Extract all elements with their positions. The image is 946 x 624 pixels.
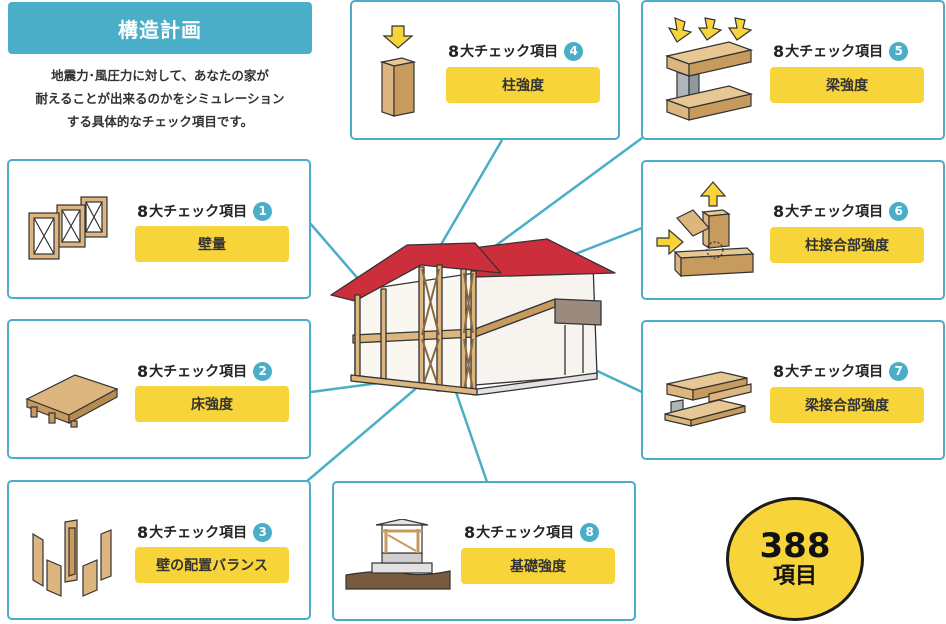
card-number-badge: 5 (889, 41, 909, 61)
check-label-text: 壁量 (198, 237, 226, 253)
check-card-1: 8 大チェック項目 1 壁量 (7, 159, 311, 299)
check-label: 壁の配置バランス (135, 547, 289, 583)
foundation-icon (345, 519, 451, 590)
down-arrow-icon (727, 17, 753, 41)
check-label-text: 床強度 (191, 397, 233, 413)
check-label: 床強度 (135, 386, 289, 422)
card-number-badge: 8 (580, 522, 600, 542)
floor-panel-icon (25, 374, 119, 428)
connector-8 (454, 391, 489, 483)
check-label: 梁接合部強度 (770, 387, 924, 423)
check-card-4: 8 大チェック項目 4 柱強度 (350, 0, 620, 140)
down-arrow-icon (382, 25, 414, 49)
card-heading-text: 大チェック項目 (460, 44, 559, 60)
card-heading: 8 大チェック項目 8 (464, 522, 600, 542)
check-label: 柱接合部強度 (770, 227, 924, 263)
card-heading-prefix: 8 (137, 522, 149, 542)
card-number-badge: 2 (253, 361, 273, 381)
column-icon (379, 25, 417, 117)
card-heading-text: 大チェック項目 (785, 364, 884, 380)
check-label-text: 梁強度 (826, 78, 868, 94)
check-label-text: 柱接合部強度 (805, 238, 889, 254)
card-heading-text: 大チェック項目 (476, 525, 575, 541)
card-heading-prefix: 8 (773, 361, 785, 381)
card-heading-text: 大チェック項目 (785, 44, 884, 60)
wall-frames-icon (28, 196, 108, 260)
intro-text: 地震力･風圧力に対して、あなたの家が 耐えることが出来るのかをシミュレーション … (8, 64, 312, 133)
check-label-text: 壁の配置バランス (156, 558, 268, 574)
card-number-badge: 6 (889, 201, 909, 221)
card-heading: 8 大チェック項目 2 (137, 361, 273, 381)
card-heading: 8 大チェック項目 3 (137, 522, 273, 542)
check-label: 梁強度 (770, 67, 924, 103)
card-heading-prefix: 8 (464, 522, 476, 542)
check-card-5: 8 大チェック項目 5 梁強度 (641, 0, 945, 140)
card-heading: 8 大チェック項目 4 (448, 41, 584, 61)
connector-4 (430, 139, 504, 261)
card-heading-text: 大チェック項目 (149, 525, 248, 541)
card-heading-prefix: 8 (137, 361, 149, 381)
total-count-value: 388 (759, 526, 831, 566)
beam-icon (664, 17, 754, 121)
check-card-2: 8 大チェック項目 2 床強度 (7, 319, 311, 459)
section-title-text: 構造計画 (118, 17, 202, 42)
check-label: 柱強度 (446, 67, 600, 103)
right-arrow-icon (656, 228, 684, 256)
up-arrow-icon (699, 181, 727, 207)
house-structure-illustration (330, 238, 616, 396)
check-card-8: 8 大チェック項目 8 基礎強度 (332, 481, 636, 621)
card-heading-prefix: 8 (773, 41, 785, 61)
down-arrow-icon (667, 17, 693, 43)
card-number-badge: 7 (889, 361, 909, 381)
beam-joint-icon (664, 371, 752, 427)
card-heading: 8 大チェック項目 6 (773, 201, 909, 221)
card-heading: 8 大チェック項目 5 (773, 41, 909, 61)
wall-layout-icon (32, 519, 112, 597)
card-heading-prefix: 8 (773, 201, 785, 221)
intro-line: 耐えることが出来るのかをシミュレーション (35, 91, 285, 106)
card-number-badge: 4 (564, 41, 584, 61)
card-heading: 8 大チェック項目 7 (773, 361, 909, 381)
card-heading-prefix: 8 (448, 41, 460, 61)
column-joint-icon (656, 181, 755, 278)
card-heading-text: 大チェック項目 (149, 364, 248, 380)
down-arrow-icon (697, 17, 723, 41)
check-label: 基礎強度 (461, 548, 615, 584)
check-label: 壁量 (135, 226, 289, 262)
check-card-3: 8 大チェック項目 3 壁の配置バランス (7, 480, 311, 620)
section-title: 構造計画 (8, 2, 312, 54)
card-heading: 8 大チェック項目 1 (137, 201, 273, 221)
total-count-unit: 項目 (772, 564, 817, 589)
card-heading-prefix: 8 (137, 201, 149, 221)
card-number-badge: 1 (253, 201, 273, 221)
total-count-badge: 388 項目 (726, 497, 864, 621)
card-heading-text: 大チェック項目 (785, 204, 884, 220)
check-label-text: 梁接合部強度 (805, 398, 889, 414)
check-card-6: 8 大チェック項目 6 柱接合部強度 (641, 160, 945, 300)
connector-3 (305, 384, 421, 483)
intro-line: する具体的なチェック項目です。 (66, 114, 254, 129)
check-label-text: 柱強度 (502, 78, 544, 94)
intro-line: 地震力･風圧力に対して、あなたの家が (51, 68, 269, 83)
card-number-badge: 3 (253, 522, 273, 542)
check-card-7: 8 大チェック項目 7 梁接合部強度 (641, 320, 945, 460)
card-heading-text: 大チェック項目 (149, 204, 248, 220)
check-label-text: 基礎強度 (510, 559, 566, 575)
